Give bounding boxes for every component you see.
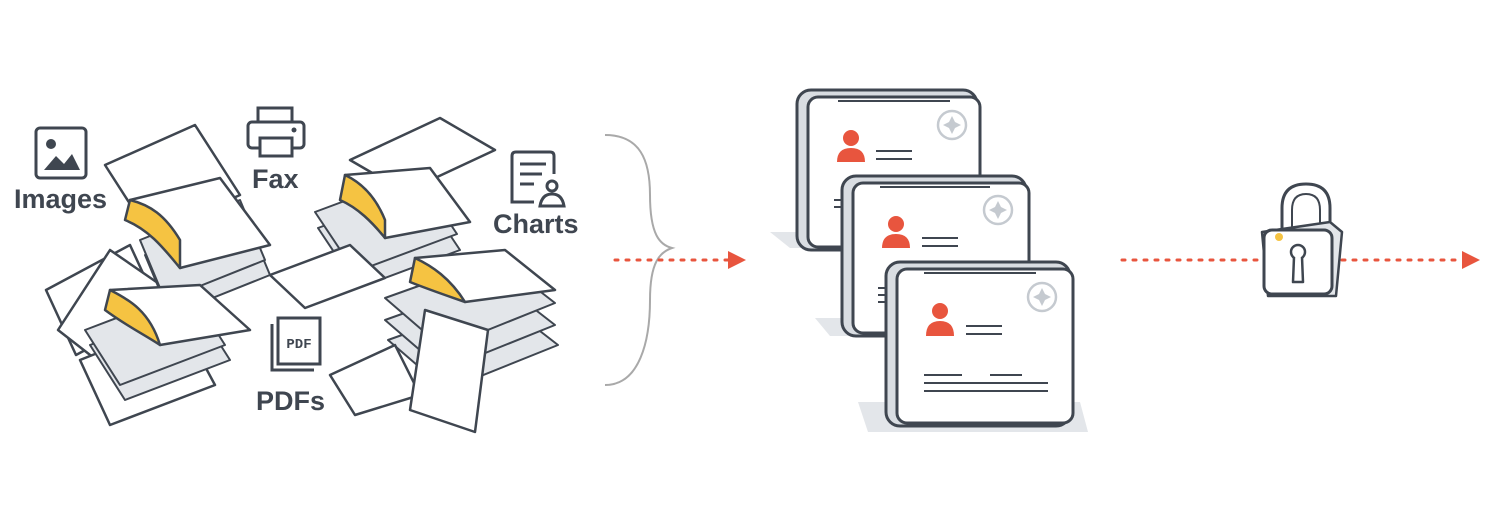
profile-cards xyxy=(770,90,1088,432)
printer-icon xyxy=(248,108,304,156)
star-badge-icon xyxy=(1028,283,1056,311)
profile-card xyxy=(886,262,1073,426)
star-badge-icon xyxy=(984,196,1012,224)
pdf-icon-text: PDF xyxy=(286,337,311,353)
padlock-icon xyxy=(1262,184,1342,296)
pdfs-label: PDFs xyxy=(256,386,325,416)
image-icon xyxy=(36,128,86,178)
star-badge-icon xyxy=(938,111,966,139)
charts-label: Charts xyxy=(493,209,579,239)
pdf-file-icon: PDF xyxy=(272,318,320,370)
document-stack-b xyxy=(80,285,250,425)
arrow-right-icon xyxy=(615,251,746,269)
chart-document-icon xyxy=(512,152,564,206)
document-piles xyxy=(46,118,558,432)
images-label: Images xyxy=(14,184,107,214)
fax-label: Fax xyxy=(252,164,299,194)
